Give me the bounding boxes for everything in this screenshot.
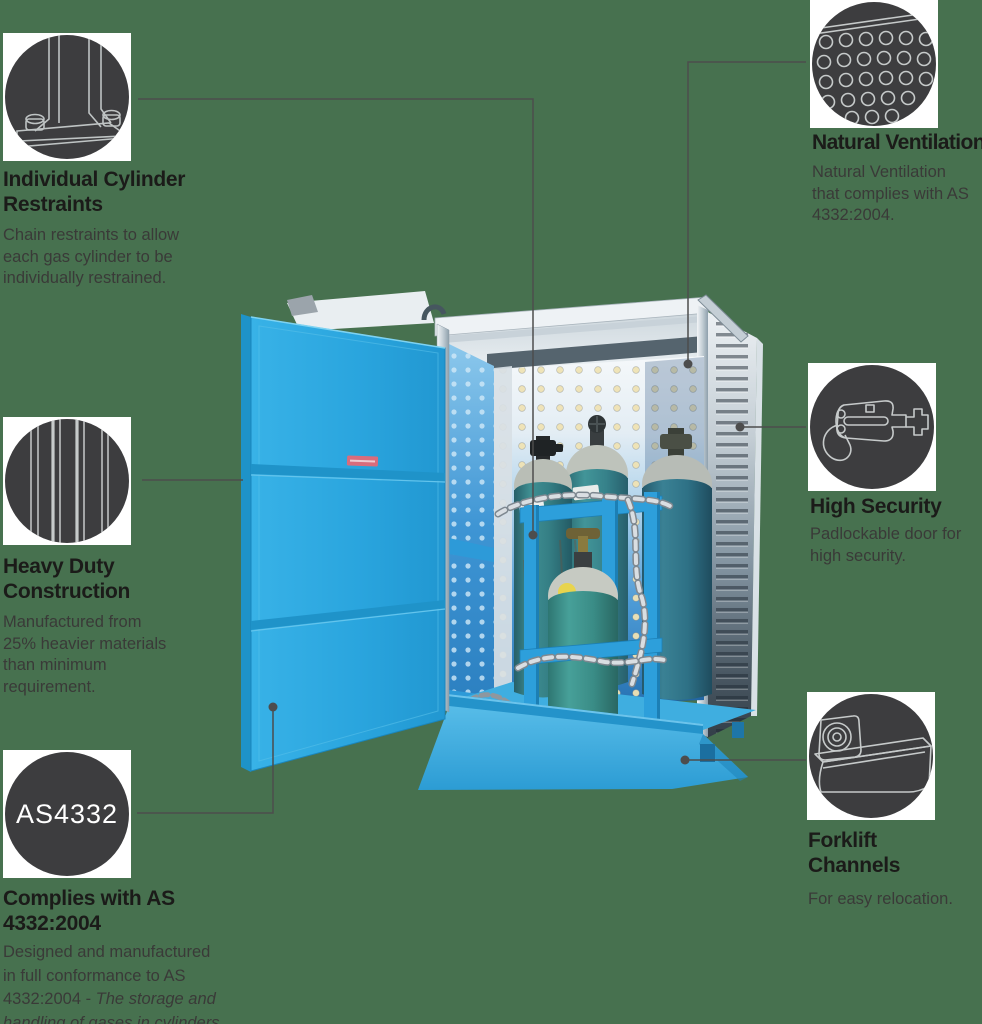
feature-icon-tile: [808, 363, 936, 491]
roof-left-overhang: [287, 291, 434, 331]
connector-dot-forklift: [680, 755, 690, 765]
feature-title: Individual Cylinder Restraints: [3, 168, 186, 216]
connector-dot-security: [735, 422, 745, 432]
cage-left-wall: [449, 344, 512, 712]
feature-description: Manufactured from 25% heavier materials …: [3, 613, 167, 696]
feature-description-italic: The storage and handling of gases in cyl…: [3, 990, 229, 1024]
brand-sticker: [346, 455, 379, 467]
connector-restraints: [138, 98, 534, 535]
cage-right-panel: [697, 294, 763, 738]
feature-icon-tile: [3, 417, 131, 545]
feature-title: High Security: [810, 495, 942, 518]
cage-base: [418, 694, 748, 790]
feature-title: Natural Ventilation: [812, 131, 982, 154]
as4332-badge-text: AS4332: [15, 798, 119, 829]
connector-as4332: [137, 707, 274, 814]
cage-door: [241, 314, 446, 772]
connector-ventilation: [687, 61, 806, 364]
top-hook: [421, 304, 447, 321]
feature-title: Heavy Duty Construction: [3, 555, 131, 603]
feature-icon-tile: [3, 33, 131, 161]
feature-description: Natural Ventilation that complies with A…: [812, 163, 969, 224]
connector-dot-ventilation: [683, 359, 693, 369]
ventilation-holes-icon: [812, 2, 936, 126]
connector-dot-restraints: [528, 530, 538, 540]
feature-description-main: Designed and manufactured in full confor…: [3, 943, 211, 1008]
cylinder-restraint-icon: [5, 35, 129, 159]
feature-title: Forklift Channels: [808, 829, 901, 877]
loading-ramp: [418, 706, 748, 790]
feature-icon-tile: [810, 0, 938, 128]
feature-description: Designed and manufactured in full confor…: [3, 941, 229, 1024]
as4332-badge: AS4332: [5, 752, 129, 876]
restraint-chains: [467, 491, 674, 707]
feature-description: Chain restraints to allow each gas cylin…: [3, 226, 180, 287]
connector-dot-as4332: [268, 702, 278, 712]
padlock-latch-icon: [810, 365, 934, 489]
steel-profile-icon: [5, 419, 129, 543]
forklift-channel-icon: [809, 694, 933, 818]
feature-icon-tile: AS4332: [3, 750, 131, 878]
feature-description: For easy relocation.: [808, 890, 953, 908]
gas-cylinder-small: [548, 528, 618, 725]
feature-icon-tile: [807, 692, 935, 820]
cage-roof: [434, 296, 709, 376]
feature-title: Complies with AS 4332:2004: [3, 887, 175, 935]
feature-description: Padlockable door for high security.: [810, 525, 962, 565]
